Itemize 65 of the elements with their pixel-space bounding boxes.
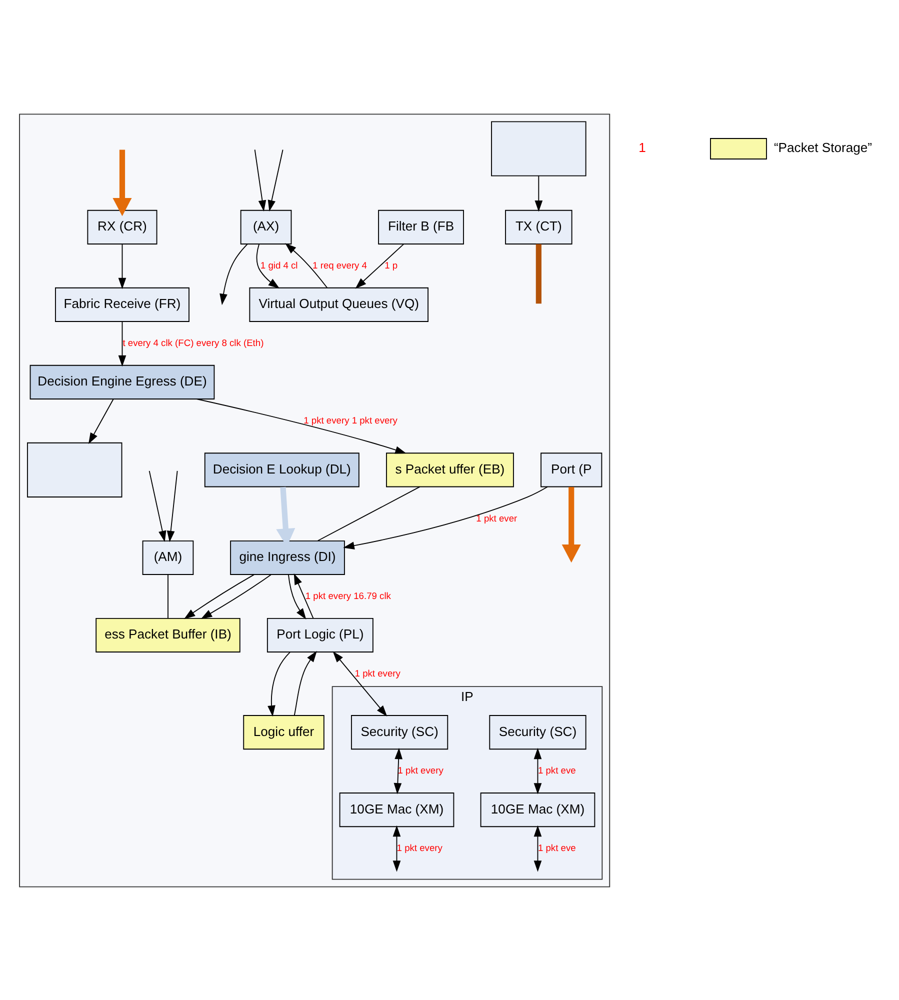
arrow bbox=[534, 824, 542, 872]
node-box: Logic uffer bbox=[243, 714, 324, 750]
node-box: ess Packet Buffer (IB) bbox=[96, 617, 240, 652]
arrow bbox=[392, 824, 401, 872]
connector bbox=[317, 486, 420, 541]
arrow bbox=[200, 574, 272, 618]
arrow bbox=[332, 650, 388, 716]
node-box: Virtual Output Queues (VQ) bbox=[249, 286, 428, 322]
node-box: Decision E Lookup (DL) bbox=[204, 452, 360, 487]
arrow bbox=[534, 175, 543, 212]
node-box bbox=[491, 120, 586, 176]
node-box bbox=[27, 442, 122, 497]
arrow bbox=[88, 398, 114, 444]
node-box: Fabric Receive (FR) bbox=[55, 286, 190, 322]
arrow bbox=[288, 574, 306, 619]
edge-label: t every 4 clk (FC) every 8 clk (Eth) bbox=[122, 337, 264, 348]
edge-label: 1 req every 4 bbox=[312, 260, 368, 270]
arrow bbox=[562, 486, 581, 562]
node-box: (AX) bbox=[240, 209, 292, 244]
edge-label: 1 pkt every 1 pkt every bbox=[304, 414, 398, 425]
arrow bbox=[118, 243, 126, 289]
edge-label: 1 p bbox=[384, 260, 398, 270]
edge-label: 1 pkt ever bbox=[476, 512, 518, 523]
arrow bbox=[254, 148, 266, 211]
edge-label: 1 pkt eve bbox=[538, 842, 576, 852]
node-box: 10GE Mac (XM) bbox=[480, 792, 596, 827]
connector bbox=[536, 244, 542, 304]
arrow bbox=[220, 243, 248, 305]
arrow bbox=[394, 747, 403, 794]
arrow bbox=[184, 574, 254, 619]
edge-label: 1 pkt every bbox=[396, 842, 442, 852]
arrow bbox=[343, 486, 548, 549]
arrow bbox=[268, 148, 284, 211]
node-box: Port Logic (PL) bbox=[266, 617, 374, 652]
edge-label: 1 pkt every bbox=[354, 668, 400, 678]
arrow bbox=[355, 243, 404, 288]
edge-label: 1 gid 4 cl bbox=[260, 260, 298, 270]
node-box: TX (CT) bbox=[505, 209, 572, 244]
node-box: s Packet uffer (EB) bbox=[386, 452, 514, 487]
edge-label: 1 pkt eve bbox=[538, 764, 576, 775]
node-box: Decision Engine Egress (DE) bbox=[30, 364, 215, 399]
node-box: Port (P bbox=[540, 452, 602, 487]
node-box: Security (SC) bbox=[489, 714, 586, 750]
node-box: gine Ingress (DI) bbox=[230, 540, 345, 574]
arrow bbox=[294, 572, 314, 618]
cluster bbox=[19, 113, 610, 887]
node-box: Security (SC) bbox=[351, 714, 448, 750]
arrow bbox=[256, 243, 280, 288]
node-box: (AM) bbox=[142, 540, 194, 574]
arrow bbox=[148, 470, 166, 542]
node-box: 10GE Mac (XM) bbox=[339, 792, 454, 827]
label: 1 bbox=[638, 140, 646, 155]
legend-label: “Packet Storage” bbox=[774, 140, 872, 155]
arrow bbox=[534, 747, 542, 794]
node-box: RX (CR) bbox=[87, 209, 158, 244]
arrow bbox=[196, 398, 406, 454]
arrow bbox=[268, 651, 291, 716]
arrow bbox=[112, 149, 132, 216]
edge-label: 1 pkt every bbox=[398, 764, 444, 775]
edge-label: 1 pkt every 16.79 clk bbox=[305, 590, 391, 600]
arrow bbox=[294, 650, 317, 716]
arrow bbox=[118, 320, 126, 366]
node-box: Filter B (FB bbox=[378, 209, 464, 244]
arrow bbox=[166, 470, 178, 542]
arrow bbox=[285, 242, 328, 288]
